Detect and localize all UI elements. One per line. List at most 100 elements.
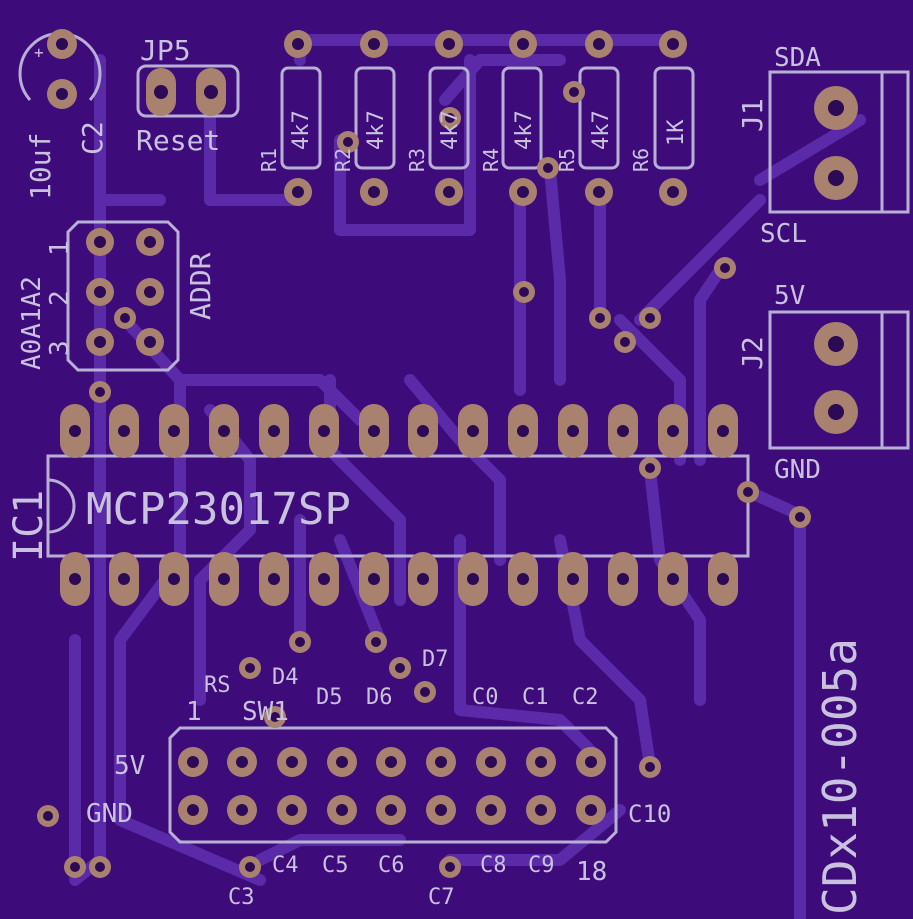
via — [639, 457, 661, 479]
via — [639, 307, 661, 329]
addr-label: ADDR — [184, 252, 217, 320]
jp5-pads — [146, 68, 226, 116]
c1-label: C1 — [522, 685, 549, 710]
r4-label: R4 — [479, 148, 503, 172]
c4-label: C4 — [272, 853, 299, 878]
via — [737, 481, 759, 503]
c2-label: C2 — [76, 121, 109, 155]
r5-outline — [578, 66, 620, 170]
addr-pins-label: A0A1A2 — [17, 276, 47, 370]
c3-label: C3 — [228, 885, 255, 910]
via — [439, 856, 461, 878]
d7-label: D7 — [422, 647, 449, 672]
d6-label: D6 — [366, 685, 393, 710]
vcc-label: 5V — [774, 281, 805, 311]
sw1-label: SW1 — [242, 697, 289, 727]
r4-value: 4k7 — [512, 110, 537, 150]
r3-outline — [428, 66, 470, 170]
c2-plus-label: + — [34, 43, 44, 62]
c2b-label: C2 — [572, 685, 599, 710]
via — [414, 681, 436, 703]
via — [337, 131, 359, 153]
addr-row-3-label: 3 — [45, 340, 75, 356]
j1-label: J1 — [736, 98, 769, 132]
vias — [37, 81, 811, 878]
addr-row-2-label: 2 — [45, 290, 75, 306]
r5-value: 4k7 — [589, 110, 614, 150]
via — [389, 657, 411, 679]
c10-label: C10 — [628, 800, 671, 828]
d5-label: D5 — [316, 685, 343, 710]
silkscreen-text: + 10uf C2 JP5 Reset R1 4k7 R2 4k7 R3 4k7… — [6, 34, 867, 915]
via — [37, 805, 59, 827]
reset-label: Reset — [136, 124, 220, 157]
addr-header-outline — [66, 220, 180, 372]
r2-outline — [354, 66, 396, 170]
board-id-label: CDx10-005a — [813, 638, 867, 915]
r1-label: R1 — [257, 148, 281, 172]
via — [264, 706, 286, 728]
j1-outline — [768, 70, 910, 214]
via — [114, 307, 136, 329]
via — [365, 631, 387, 653]
r1-value: 4k7 — [289, 110, 314, 150]
rs-label: RS — [204, 673, 231, 698]
ic1-label: IC1 — [6, 490, 52, 562]
r6-outline — [653, 66, 695, 170]
via — [89, 381, 111, 403]
d4-label: D4 — [272, 665, 299, 690]
sw1-header-outline — [168, 726, 618, 844]
j2-label: J2 — [736, 336, 769, 370]
via — [513, 281, 535, 303]
pin18-label: 18 — [576, 857, 607, 887]
via — [614, 331, 636, 353]
via — [589, 307, 611, 329]
scl-label: SCL — [760, 219, 807, 249]
c8-label: C8 — [480, 853, 507, 878]
c9-label: C9 — [528, 853, 555, 878]
ic1-bottom-pads — [60, 552, 738, 606]
via — [239, 856, 261, 878]
jp5-label: JP5 — [140, 34, 191, 67]
c5-label: C5 — [322, 853, 349, 878]
ic1-top-pads — [60, 404, 738, 458]
c7-label: C7 — [428, 885, 455, 910]
ic1-outline — [46, 454, 750, 558]
jp5-outline — [136, 64, 240, 118]
r3-label: R3 — [405, 148, 429, 172]
via — [714, 257, 736, 279]
c6-label: C6 — [378, 853, 405, 878]
r2-value: 4k7 — [364, 110, 389, 150]
via — [537, 157, 559, 179]
vcc2-label: 5V — [114, 751, 145, 781]
pin1-label: 1 — [186, 697, 202, 727]
gnd-label: GND — [774, 455, 821, 485]
via — [439, 107, 461, 129]
ic1-notch — [47, 478, 76, 534]
gnd2-label: GND — [86, 799, 133, 829]
via — [789, 506, 811, 528]
silkscreen-outlines — [18, 32, 910, 844]
r5-label: R5 — [555, 148, 579, 172]
via — [64, 856, 86, 878]
via — [239, 657, 261, 679]
j1-pads — [814, 86, 858, 200]
r6-label: R6 — [629, 148, 653, 172]
c2-value-label: 10uf — [24, 133, 57, 200]
j2-pads — [814, 322, 858, 434]
addr-header-pads — [86, 228, 164, 356]
via — [563, 81, 585, 103]
addr-row-1-label: 1 — [45, 240, 75, 256]
c0-label: C0 — [472, 685, 499, 710]
through-hole-pads — [47, 29, 858, 825]
ic1-part-label: MCP23017SP — [86, 484, 351, 535]
r2-label: R2 — [331, 148, 355, 172]
resistor-pads — [284, 30, 687, 206]
r1-outline — [280, 66, 322, 170]
sda-label: SDA — [774, 43, 821, 73]
via — [289, 631, 311, 653]
c2-pads — [47, 29, 77, 109]
r4-outline — [501, 66, 543, 170]
